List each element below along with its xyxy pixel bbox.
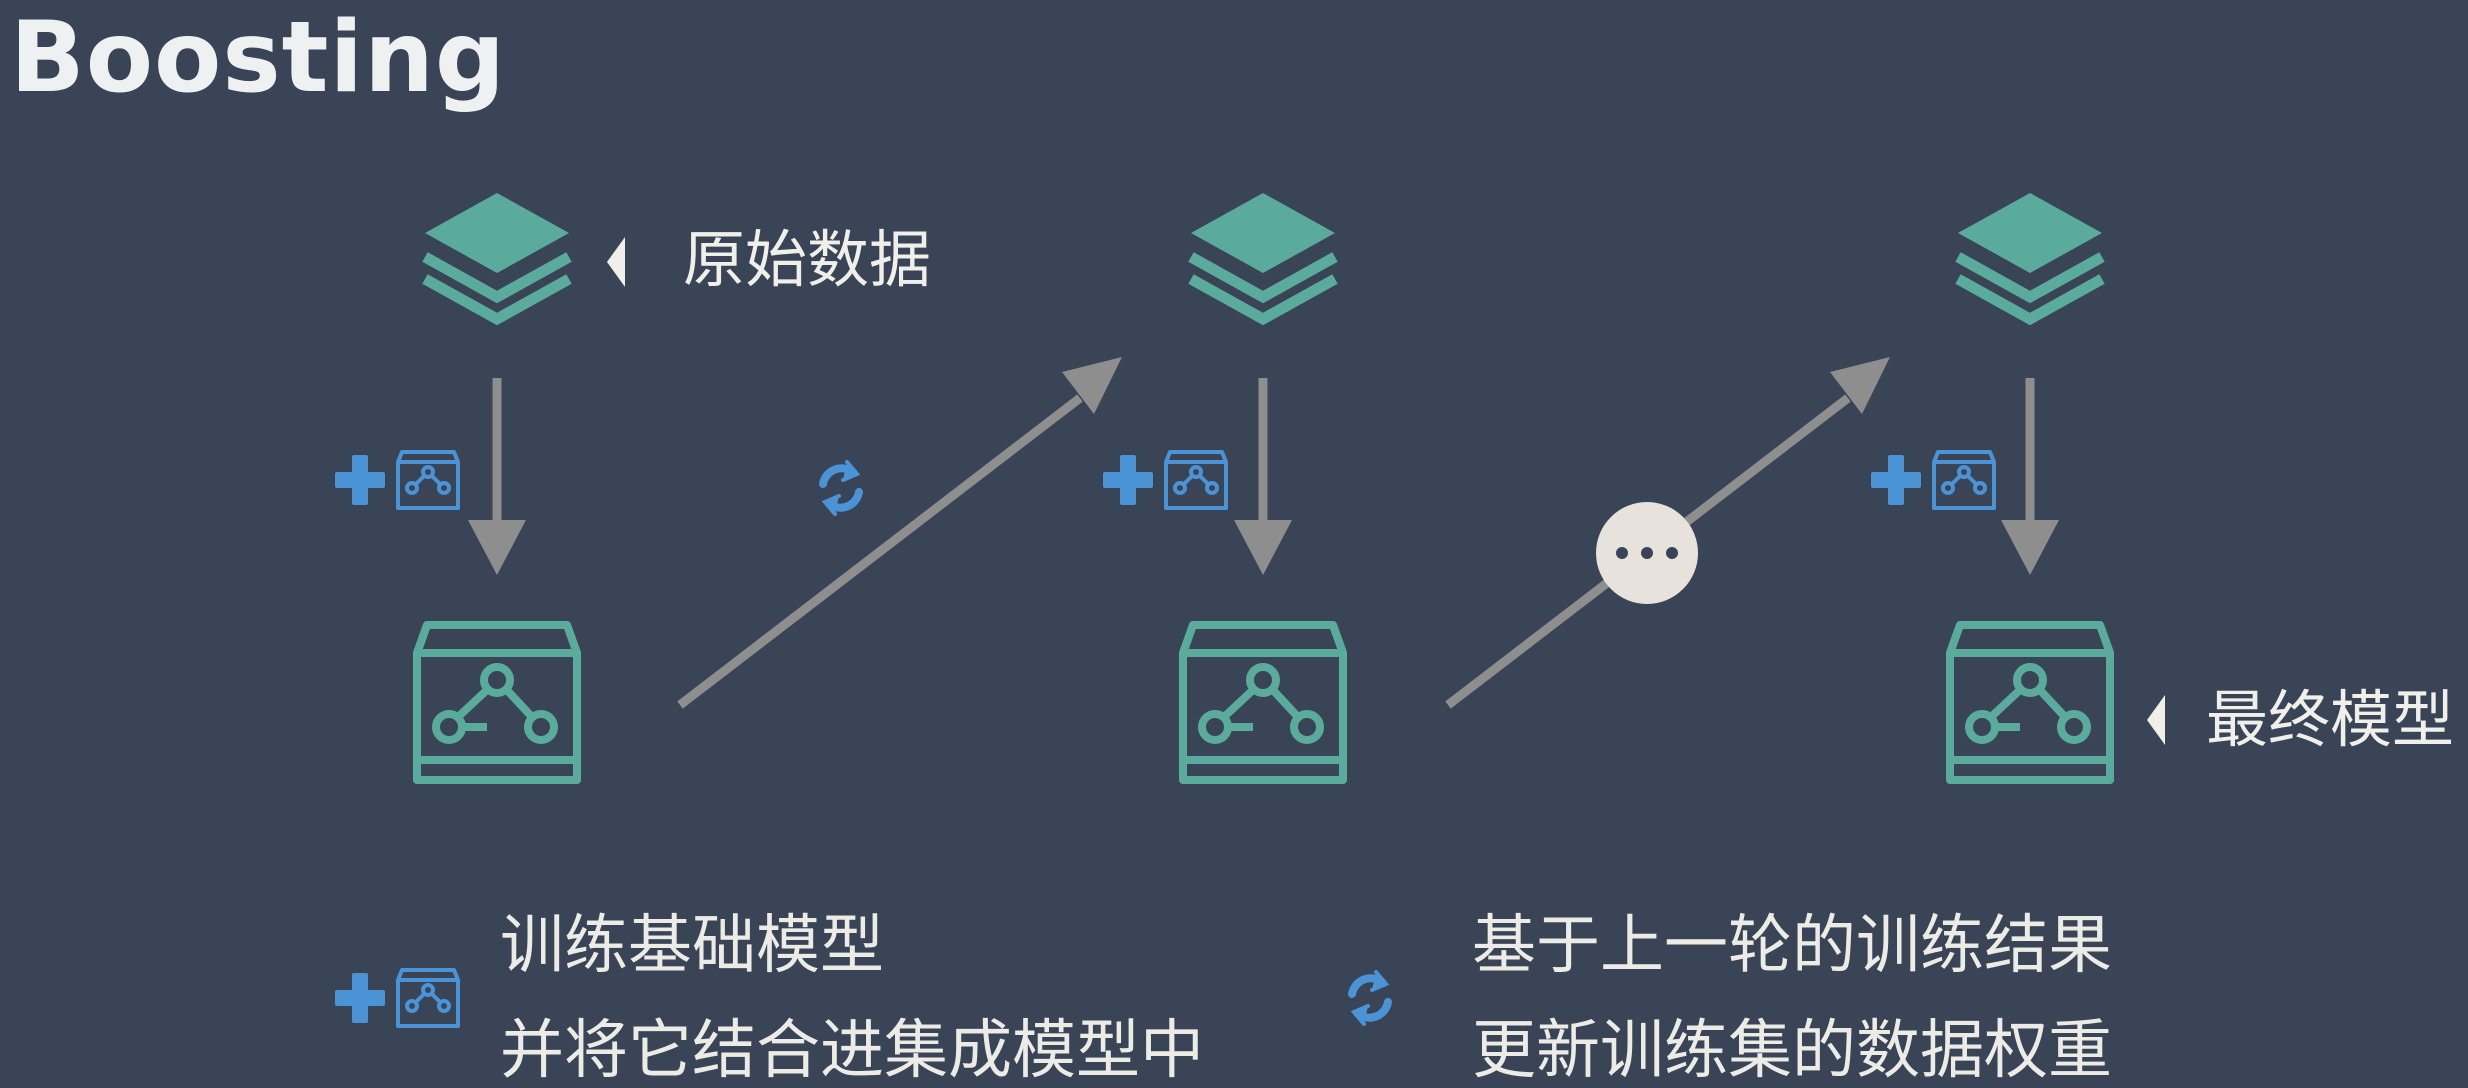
model-box-icon — [417, 625, 577, 780]
data-layers-icon — [1958, 193, 2102, 319]
model-box-icon — [1950, 625, 2110, 780]
plus-icon — [335, 973, 385, 1023]
data-layers-icon — [425, 193, 569, 319]
refresh-icon — [823, 462, 859, 514]
model-mini-icon — [396, 450, 460, 510]
plus-icon — [1871, 455, 1921, 505]
model-box-icon — [1183, 625, 1343, 780]
pointer-triangle-icon — [607, 237, 625, 287]
raw-data-label: 原始数据 — [683, 223, 932, 296]
model-mini-icon — [1164, 450, 1228, 510]
down-arrow — [468, 378, 526, 575]
diagonal-arrow — [677, 357, 1122, 709]
model-mini-icon — [396, 968, 460, 1028]
plus-icon — [1103, 455, 1153, 505]
page-title: Boosting — [10, 1, 507, 115]
legend-add-line-1: 训练基础模型 — [500, 909, 884, 983]
legend-add-line-2: 并将它结合进集成模型中 — [500, 1014, 1204, 1088]
down-arrow — [2001, 378, 2059, 575]
model-mini-icon — [1932, 450, 1996, 510]
ellipsis-icon — [1596, 502, 1698, 604]
legend-update-line-1: 基于上一轮的训练结果 — [1472, 909, 2112, 983]
final-model-label: 最终模型 — [2206, 683, 2455, 756]
down-arrow — [1234, 378, 1292, 575]
data-layers-icon — [1191, 193, 1335, 319]
legend-update-line-2: 更新训练集的数据权重 — [1472, 1014, 2112, 1088]
pointer-triangle-icon — [2147, 695, 2165, 745]
plus-icon — [335, 455, 385, 505]
refresh-icon — [1352, 972, 1388, 1024]
